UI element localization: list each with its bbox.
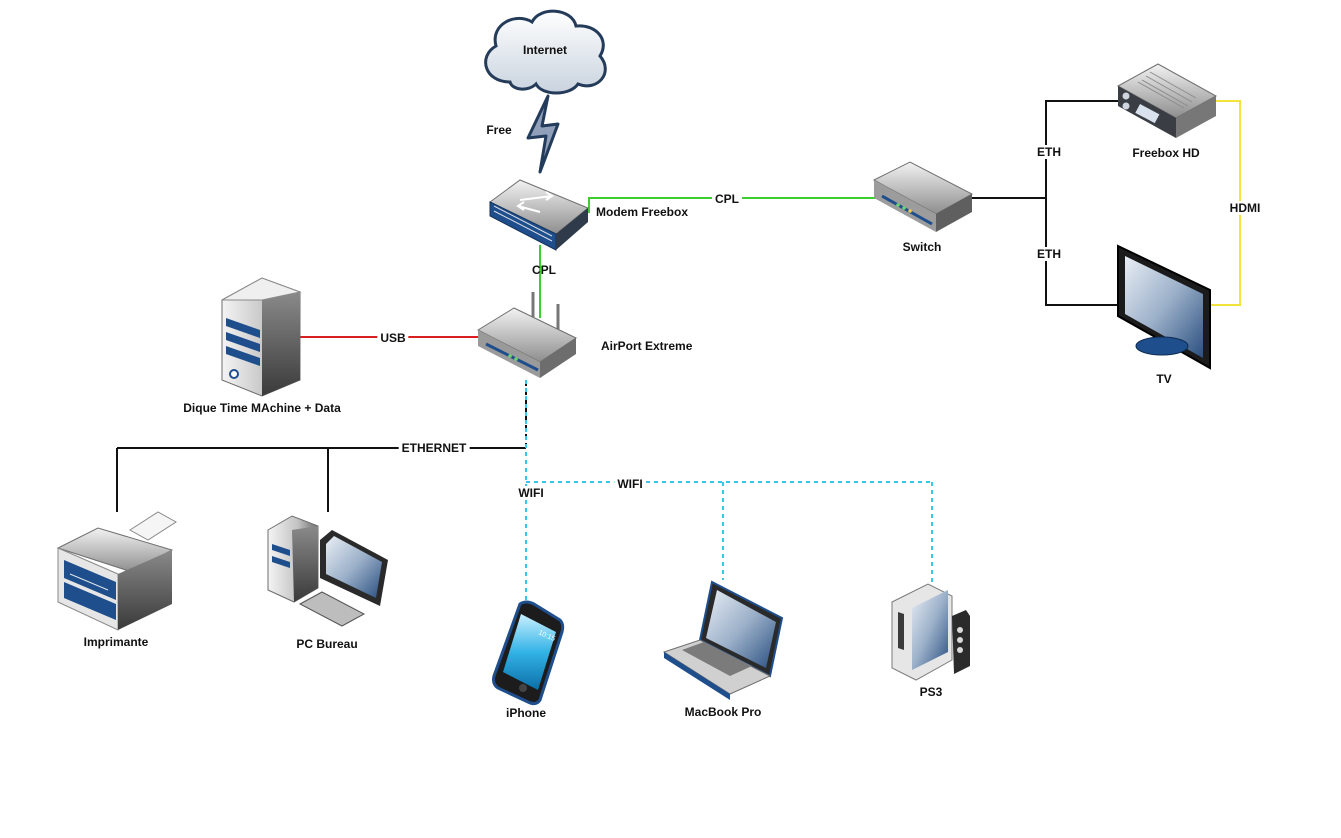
tv-monitor-icon[interactable] [1117, 244, 1211, 370]
wireless-router-icon[interactable] [476, 292, 578, 378]
printer-icon[interactable] [56, 511, 177, 631]
laptop-icon[interactable] [662, 580, 784, 700]
server-tower-icon[interactable] [221, 277, 302, 397]
tv-label: TV [1156, 372, 1172, 386]
freebox-hd-label: Freebox HD [1132, 146, 1200, 160]
cpl-label-airport: CPL [532, 263, 556, 277]
cloud-icon [484, 9, 607, 95]
lightning-icon [526, 94, 560, 174]
ps3-label: PS3 [919, 685, 943, 699]
internet-label: Internet [522, 43, 568, 57]
free-label: Free [486, 123, 512, 137]
usb-label: USB [377, 331, 409, 345]
switch-icon[interactable] [872, 161, 974, 232]
eth-links [970, 100, 1120, 306]
eth-label-freebox: ETH [1034, 145, 1064, 159]
ethernet-label: ETHERNET [398, 441, 470, 455]
cpl-label-switch: CPL [712, 192, 742, 206]
airport-label: AirPort Extreme [601, 339, 693, 353]
game-console-icon[interactable] [891, 583, 970, 681]
switch-label: Switch [902, 240, 942, 254]
iphone-label: iPhone [505, 706, 547, 720]
eth-label-tv: ETH [1034, 247, 1064, 261]
smartphone-icon[interactable] [492, 600, 565, 706]
set-top-box-icon[interactable] [1116, 63, 1218, 138]
wifi-links [525, 380, 933, 600]
macbook-label: MacBook Pro [684, 705, 762, 719]
printer-label: Imprimante [83, 635, 149, 649]
pc-label: PC Bureau [296, 637, 358, 651]
hdmi-label: HDMI [1226, 201, 1264, 215]
disk-label: Dique Time MAchine + Data [183, 401, 341, 415]
wifi-label-left: WIFI [515, 486, 547, 500]
cpl-link-modem-switch [588, 197, 878, 213]
router-icon[interactable] [489, 179, 589, 251]
wifi-label-top: WIFI [614, 477, 646, 491]
modem-label: Modem Freebox [596, 205, 689, 219]
desktop-pc-icon[interactable] [267, 515, 388, 627]
